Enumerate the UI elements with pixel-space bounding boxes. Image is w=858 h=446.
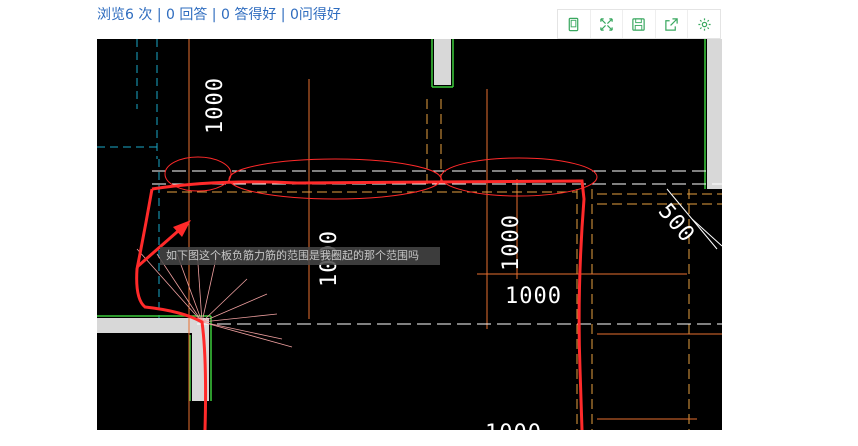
save-icon <box>632 17 646 31</box>
dimension-label: 1000 <box>499 214 524 271</box>
question-stats: 浏览6 次 | 0 回答 | 0 答得好 | 0问得好 <box>97 4 341 24</box>
mobile-icon <box>568 17 579 31</box>
good-answers-count: 0 答得好 <box>220 7 277 23</box>
cad-drawing-image[interactable]: 1000 1000 1000 1000 500 1000 如下图这个板负筋力筋的… <box>97 39 723 446</box>
fullscreen-button[interactable] <box>591 10 624 38</box>
settings-icon <box>698 17 711 31</box>
image-toolbar <box>557 9 721 39</box>
image-caption: 如下图这个板负筋力筋的范围是我圈起的那个范围吗 <box>160 247 440 265</box>
dimension-label: 1000 <box>203 77 228 134</box>
mobile-view-button[interactable] <box>558 10 591 38</box>
separator: | <box>280 7 286 23</box>
cad-linework <box>97 39 723 431</box>
answers-count[interactable]: 0 回答 <box>165 7 208 23</box>
settings-button[interactable] <box>688 10 720 38</box>
dimension-label: 1000 <box>485 421 542 446</box>
save-button[interactable] <box>623 10 656 38</box>
dimension-label: 1000 <box>505 284 562 309</box>
share-icon <box>665 17 678 31</box>
fullscreen-icon <box>600 17 613 31</box>
separator: | <box>211 7 217 23</box>
share-button[interactable] <box>656 10 689 38</box>
question-good-count: 0问得好 <box>289 7 341 23</box>
views-count: 浏览6 次 <box>97 7 153 23</box>
separator: | <box>156 7 162 23</box>
